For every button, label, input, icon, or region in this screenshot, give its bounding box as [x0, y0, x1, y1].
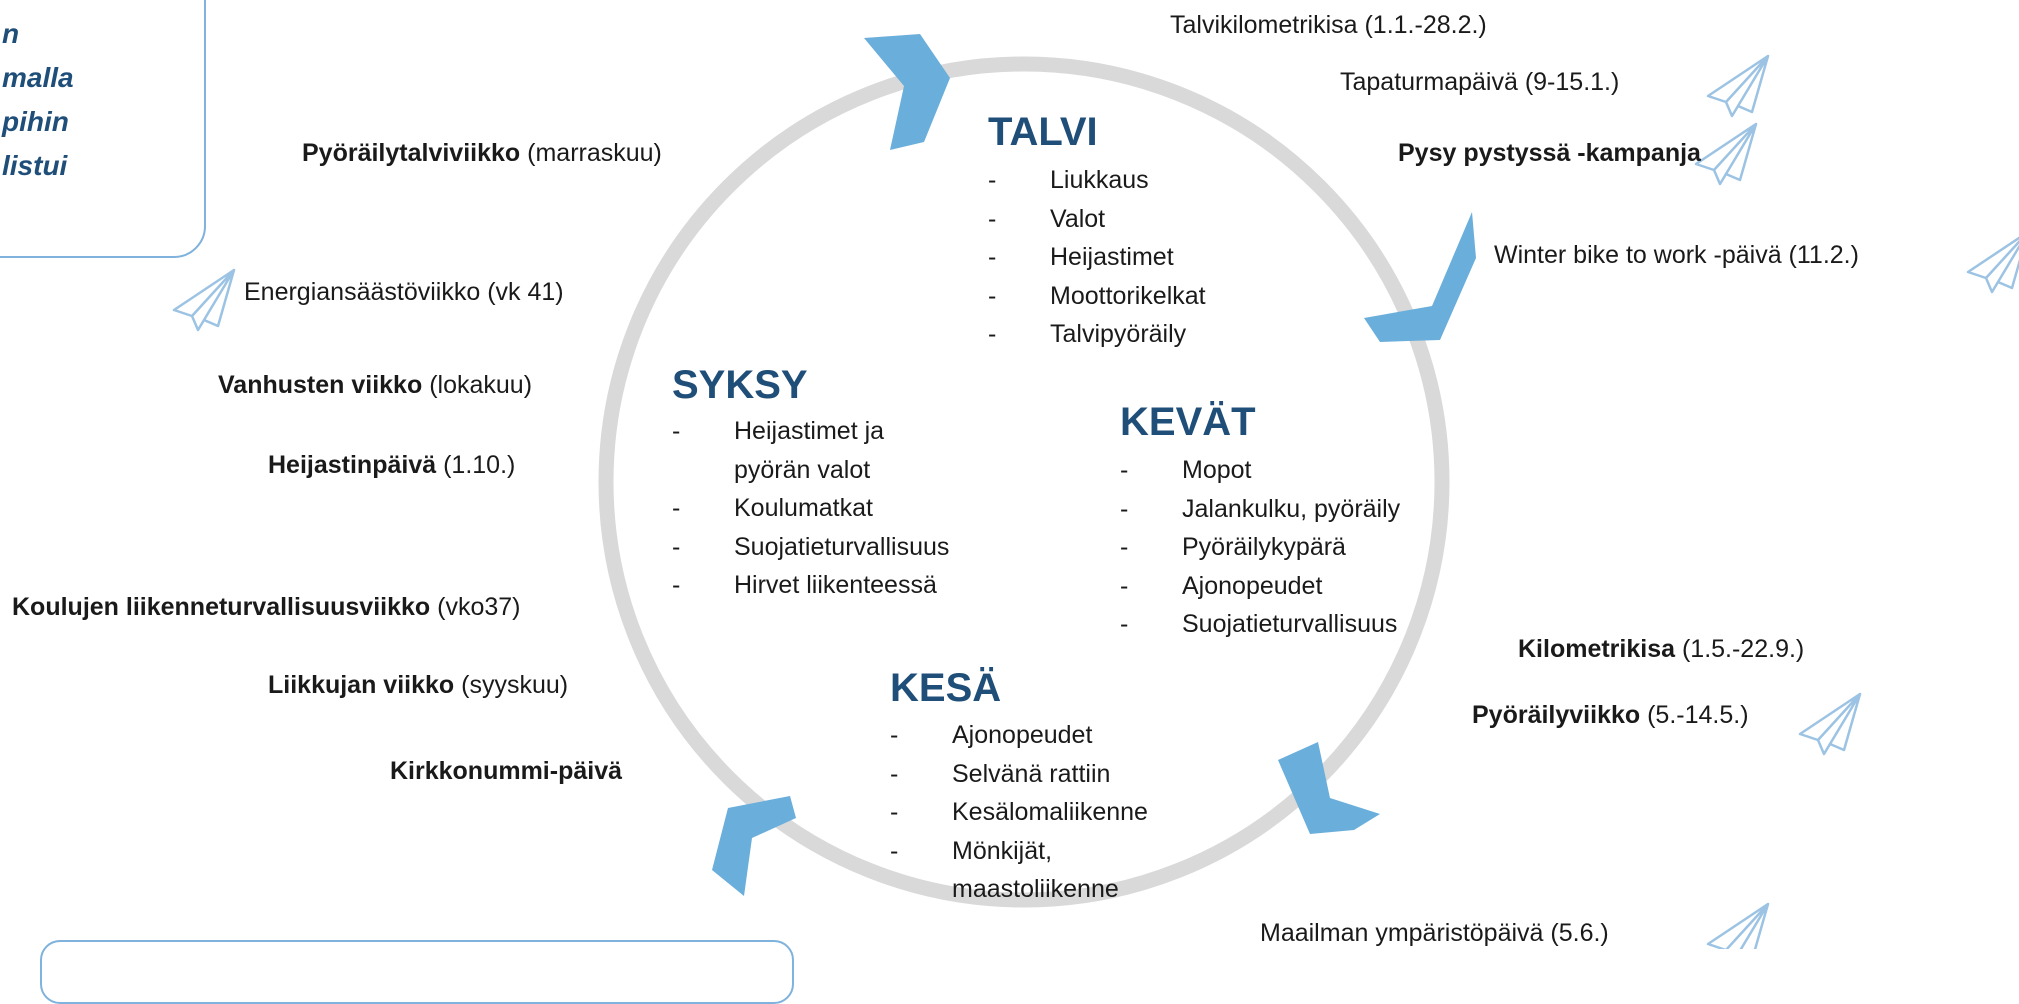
- event-kilometrikisa: Kilometrikisa (1.5.-22.9.): [1518, 635, 1805, 663]
- event-winter-bike: Winter bike to work -päivä (11.2.): [1494, 241, 1859, 269]
- note-line: listui: [2, 150, 68, 181]
- list-item: -Mopot: [1120, 456, 1252, 484]
- event-pyorailyviikko: Pyöräilyviikko (5.-14.5.): [1472, 701, 1749, 729]
- event-pyorailytalviviikko: Pyöräilytalviviikko (marraskuu): [302, 139, 662, 167]
- season-list-talvi: -Liukkaus -Valot -Heijastimet -Moottorik…: [988, 161, 1206, 354]
- list-item: -Jalankulku, pyöräily: [1120, 494, 1401, 523]
- list-item: -Liukkaus: [988, 166, 1149, 194]
- list-item: -Pyöräilykypärä: [1120, 533, 1346, 561]
- event-koulujen-viikko: Koulujen liikenneturvallisuusviikko (vko…: [12, 593, 521, 621]
- list-item: -Ajonopeudet: [1120, 571, 1323, 600]
- paper-plane-icon: [172, 54, 2019, 949]
- list-item: -Suojatieturvallisuus: [1120, 610, 1398, 638]
- list-item: -Moottorikelkat: [988, 281, 1206, 310]
- list-item: -Heijastimet ja pyörän valot: [672, 417, 885, 484]
- season-title-kevat: KEVÄT: [1120, 400, 1256, 444]
- cycle-arrow-right: [1364, 212, 1476, 342]
- season-title-talvi: TALVI: [988, 110, 1098, 154]
- cycle-arrow-bottom-left: [712, 796, 796, 896]
- event-liikkujan-viikko: Liikkujan viikko (syyskuu): [268, 671, 569, 699]
- note-line: n: [2, 18, 20, 49]
- note-line: pihin: [2, 106, 69, 137]
- list-item: -Koulumatkat: [672, 494, 873, 522]
- list-item: -Ajonopeudet: [890, 721, 1093, 749]
- event-talvikilometrikisa: Talvikilometrikisa (1.1.-28.2.): [1170, 11, 1487, 39]
- event-tapaturmapaiva: Tapaturmapäivä (9-15.1.): [1340, 68, 1620, 96]
- note-box: n malla pihin listui: [0, 0, 206, 258]
- cycle-graphics: [172, 34, 2019, 949]
- season-cycle-ring: [598, 56, 1450, 908]
- list-item: -Talvipyöräily: [988, 320, 1187, 348]
- list-item: -Heijastimet: [988, 243, 1174, 271]
- list-item: -Hirvet liikenteessä: [672, 571, 937, 599]
- cycle-arrow-top: [864, 34, 950, 150]
- event-pysy-pystyssa: Pysy pystyssä -kampanja: [1398, 139, 1701, 167]
- bottom-note-box: [40, 940, 794, 1004]
- event-ymparistopaiva: Maailman ympäristöpäivä (5.6.): [1260, 919, 1609, 947]
- season-title-syksy: SYKSY: [672, 363, 808, 407]
- event-energiansaastoviikko: Energiansäästöviikko (vk 41): [244, 278, 564, 306]
- season-list-kevat: -Mopot -Jalankulku, pyöräily -Pyöräilyky…: [1120, 451, 1400, 644]
- list-item: -Suojatieturvallisuus: [672, 532, 950, 561]
- season-list-syksy: -Heijastimet ja pyörän valot -Koulumatka…: [672, 412, 949, 605]
- event-kirkkonummi-paiva: Kirkkonummi-päivä: [390, 757, 623, 785]
- event-vanhusten-viikko: Vanhusten viikko (lokakuu): [218, 371, 533, 399]
- cycle-arrow-bottom-right: [1278, 742, 1380, 834]
- note-line: malla: [2, 62, 74, 93]
- event-heijastinpaiva: Heijastinpäivä (1.10.): [268, 451, 516, 479]
- list-item: -Valot: [988, 204, 1106, 233]
- season-list-kesa: -Ajonopeudet -Selvänä rattiin -Kesälomal…: [890, 716, 1148, 909]
- list-item: -Kesälomaliikenne: [890, 798, 1148, 826]
- list-item: -Mönkijät, maastoliikenne: [890, 836, 1119, 904]
- season-title-kesa: KESÄ: [890, 666, 1002, 710]
- list-item: -Selvänä rattiin: [890, 759, 1111, 788]
